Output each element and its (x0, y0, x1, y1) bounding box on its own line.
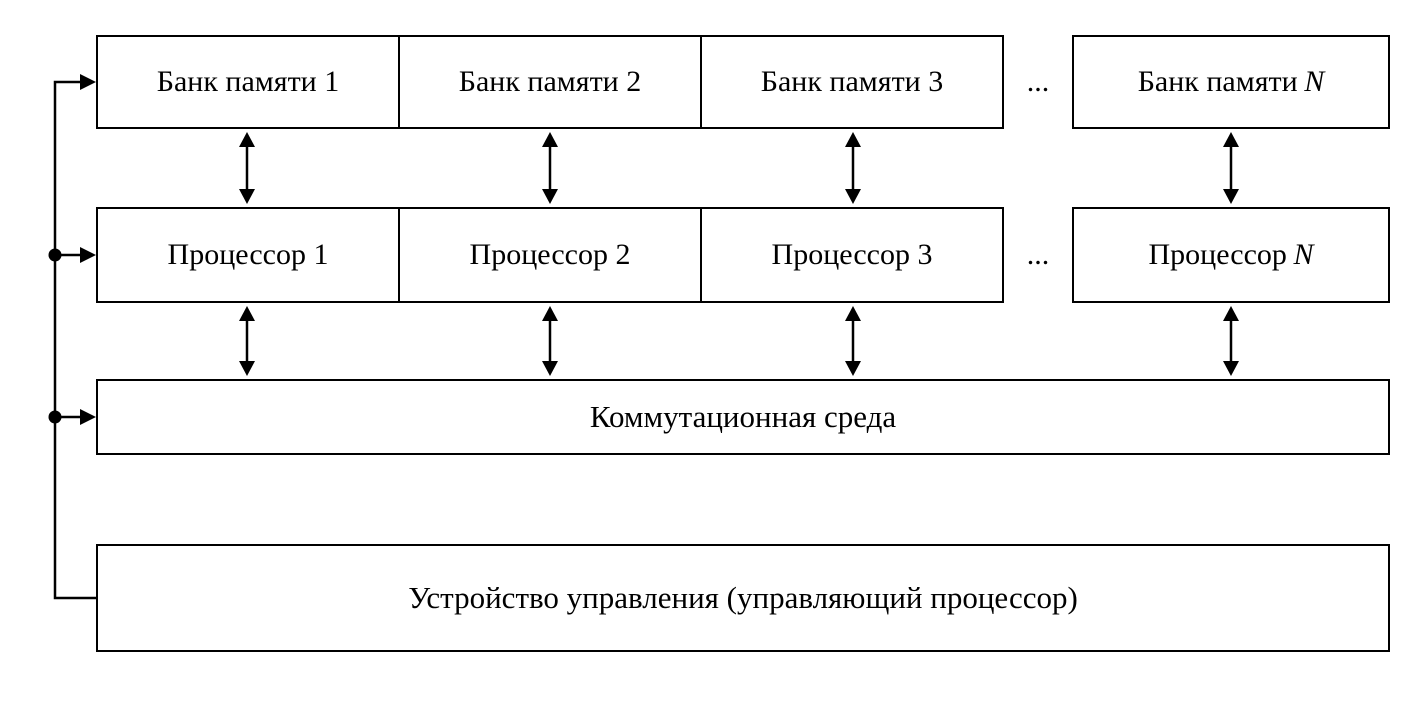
memory-bank-3-box: Банк памяти 3 (700, 37, 1002, 127)
memory-bank-n-label: Банк памяти (1137, 65, 1298, 98)
processor-3-box: Процессор 3 (700, 209, 1002, 301)
bidirectional-arrow-proc1-switch (239, 306, 255, 376)
processor-1-label: Процессор 1 (167, 238, 329, 271)
processor-row: Процессор 1 Процессор 2 Процессор 3 (96, 207, 1004, 303)
processor-n-index: N (1293, 238, 1314, 271)
switch-fabric-label: Коммутационная среда (589, 399, 897, 434)
bidirectional-arrow-proc3-switch (845, 306, 861, 376)
memory-bank-2-box: Банк памяти 2 (398, 37, 700, 127)
processor-3-label: Процессор 3 (771, 238, 933, 271)
processor-ellipsis: ... (1004, 207, 1072, 303)
bidirectional-arrow-procN-switch (1223, 306, 1239, 376)
control-unit-box: Устройство управления (управляющий проце… (96, 544, 1390, 652)
junction-dot-icon (48, 248, 62, 262)
processor-n-label: Процессор (1148, 238, 1287, 271)
processor-1-box: Процессор 1 (98, 209, 398, 301)
switch-fabric-box: Коммутационная среда (96, 379, 1390, 455)
memory-bank-1-label: Банк памяти 1 (156, 65, 340, 98)
bidirectional-arrow-proc2-switch (542, 306, 558, 376)
bidirectional-arrow-bank2-proc2 (542, 132, 558, 204)
control-unit-label: Устройство управления (управляющий проце… (408, 580, 1078, 615)
processor-ellipsis-text: ... (1026, 238, 1050, 271)
processor-2-label: Процессор 2 (469, 238, 631, 271)
bidirectional-arrow-bank1-proc1 (239, 132, 255, 204)
memory-bank-3-label: Банк памяти 3 (760, 65, 944, 98)
memory-bank-n-index: N (1304, 65, 1325, 98)
processor-2-box: Процессор 2 (398, 209, 700, 301)
memory-bank-ellipsis: ... (1004, 35, 1072, 129)
memory-bank-1-box: Банк памяти 1 (98, 37, 398, 127)
control-bus-line (48, 74, 96, 600)
memory-bank-2-label: Банк памяти 2 (458, 65, 642, 98)
memory-bank-row: Банк памяти 1 Банк памяти 2 Банк памяти … (96, 35, 1004, 129)
arrowhead-into-proc1-icon (80, 247, 96, 263)
memory-bank-ellipsis-text: ... (1026, 65, 1050, 98)
junction-dot-icon (48, 410, 62, 424)
arrowhead-into-switch-icon (80, 409, 96, 425)
arrowhead-into-bank1-icon (80, 74, 96, 90)
bidirectional-arrow-bank3-proc3 (845, 132, 861, 204)
bidirectional-arrow-bankN-procN (1223, 132, 1239, 204)
